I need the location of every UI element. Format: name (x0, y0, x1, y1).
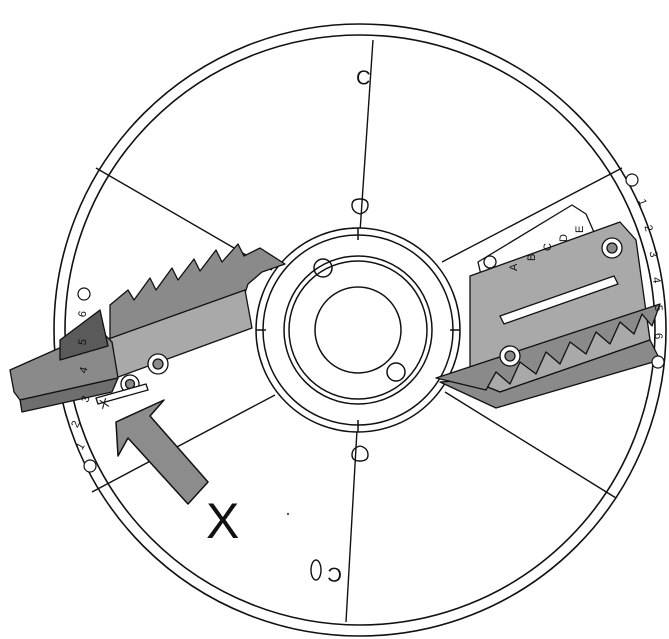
svg-text:3: 3 (647, 250, 660, 258)
svg-text:4: 4 (650, 276, 663, 284)
right-blade-assembly (435, 204, 661, 409)
right-pin (483, 255, 497, 269)
svg-text:2: 2 (641, 224, 654, 233)
svg-text:1: 1 (74, 441, 87, 452)
right-scale: 1 2 3 4 5 6 (625, 173, 665, 369)
svg-text:6: 6 (77, 310, 90, 318)
svg-text:E: E (574, 226, 586, 233)
right-serrated-vane (435, 303, 661, 391)
sector-letter-top: C (355, 67, 371, 90)
svg-text:2: 2 (69, 419, 82, 430)
svg-text:5: 5 (77, 338, 90, 346)
callout-label: X (206, 493, 239, 549)
left-blade-assembly (9, 243, 286, 413)
sector-letter-bottom: C (327, 562, 343, 585)
right-bracket-letters: A B C D E (508, 226, 586, 271)
svg-text:C: C (542, 243, 554, 251)
callout-arrow (115, 399, 209, 505)
svg-text:1: 1 (635, 197, 648, 207)
center-hub (255, 227, 461, 433)
disc-sector-lines (91, 39, 623, 623)
svg-text:6: 6 (652, 333, 664, 340)
svg-text:5: 5 (652, 305, 664, 312)
svg-text:A: A (508, 263, 520, 271)
vane-fins (351, 198, 369, 462)
left-serrated-vane (109, 243, 286, 341)
svg-text:B: B (526, 254, 538, 261)
svg-text:3: 3 (79, 394, 92, 404)
left-scale: 6 5 4 3 2 1 (69, 287, 97, 473)
disc-outer-rim (53, 23, 667, 637)
svg-text:4: 4 (77, 366, 90, 375)
svg-text:D: D (558, 234, 570, 242)
